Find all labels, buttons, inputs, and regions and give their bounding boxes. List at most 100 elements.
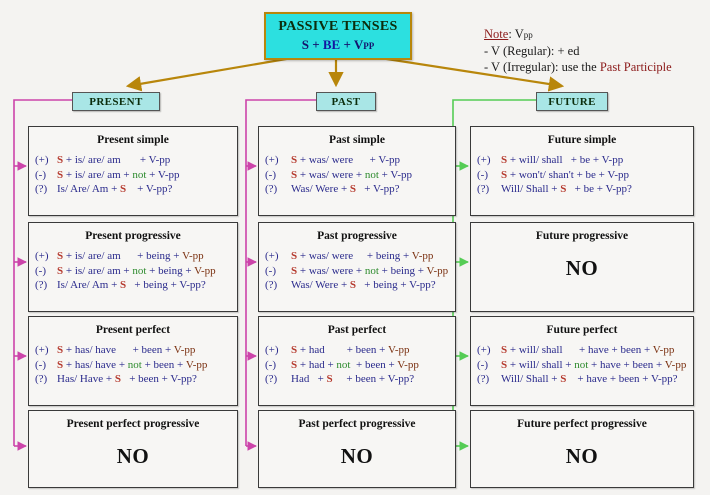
note-line-1: Note: Vpp bbox=[484, 26, 706, 43]
subject-token: S bbox=[57, 154, 64, 166]
formula-token: + V-pp? bbox=[356, 183, 400, 196]
card-header: Present perfect bbox=[95, 324, 171, 336]
formula-sign: (?) bbox=[35, 183, 48, 196]
tense-chip-present[interactable]: PRESENT bbox=[72, 92, 160, 111]
card-present-simple[interactable]: Present simple (+)S + is/ are/ am + V-pp… bbox=[28, 126, 238, 216]
formula-token: + being + bbox=[146, 264, 195, 277]
card-header: Future progressive bbox=[535, 230, 629, 242]
formula-body: Was/ Were + S + being + V-pp? bbox=[291, 278, 436, 293]
formula-token: + V-pp bbox=[146, 168, 180, 181]
card-header: Present simple bbox=[97, 134, 169, 146]
formula-token: + has/ have + bbox=[63, 358, 128, 371]
formula-token: + is/ are/ am bbox=[63, 250, 121, 262]
formula-token: + have + been + bbox=[562, 344, 653, 356]
formula-token: + being + V-pp? bbox=[126, 279, 206, 292]
subject-token: S bbox=[291, 264, 298, 277]
formula-sign: (-) bbox=[265, 264, 276, 277]
card-past-perfect-progressive[interactable]: Past perfect progressive NO bbox=[258, 410, 456, 488]
page-title: PASSIVE TENSES bbox=[278, 19, 398, 34]
subject-token: S bbox=[57, 264, 64, 277]
card-past-perfect[interactable]: Past perfect (+)S + had + been + V-pp(-)… bbox=[258, 316, 456, 406]
card-future-simple[interactable]: Future simple (+)S + will/ shall + be + … bbox=[470, 126, 694, 216]
title-formula: S + BE + VPP bbox=[302, 37, 375, 53]
formula-body: Had + S + been + V-pp? bbox=[291, 372, 414, 387]
formula-row: (-)S + is/ are/ am + not + being + V-pp bbox=[35, 264, 233, 279]
formula-token: + was/ were + bbox=[297, 168, 365, 181]
formula-row: (-)S + had + not + been + V-pp bbox=[265, 358, 451, 373]
formula-row: (-)S + was/ were + not + being + V-pp bbox=[265, 264, 451, 279]
formula-token: + being + V-pp? bbox=[356, 279, 436, 292]
card-header: Future perfect bbox=[546, 324, 618, 336]
formula-sign: (?) bbox=[477, 373, 490, 386]
subject-token: S bbox=[326, 373, 333, 386]
formula-body: Was/ Were + S + V-pp? bbox=[291, 182, 400, 197]
card-future-perfect[interactable]: Future perfect (+)S + will/ shall + have… bbox=[470, 316, 694, 406]
card-past-progressive[interactable]: Past progressive (+)S + was/ were + bein… bbox=[258, 222, 456, 312]
subject-token: S bbox=[120, 279, 127, 292]
formula-sign: (+) bbox=[265, 344, 279, 356]
formula-row: (-)S + won't/ shan't + be + V-pp bbox=[477, 168, 689, 183]
formula-token: + be + V-pp? bbox=[566, 183, 632, 196]
card-rows: (+)S + is/ are/ am + being + V-pp(-)S + … bbox=[29, 249, 237, 293]
formula-body: S + was/ were + being + V-pp bbox=[291, 249, 433, 264]
formula-sign: (?) bbox=[35, 279, 48, 292]
formula-row: (+)S + will/ shall + have + been + V-pp bbox=[477, 343, 689, 358]
subject-token: S bbox=[291, 168, 298, 181]
formula-sign: (?) bbox=[35, 373, 48, 386]
formula-token: + won't/ shan't + be + V-pp bbox=[507, 168, 630, 181]
formula-token: Will/ Shall + bbox=[501, 183, 561, 196]
formula-token: + V-pp bbox=[378, 168, 412, 181]
past-participle-token: V-pp bbox=[185, 358, 208, 371]
card-header: Future simple bbox=[547, 134, 617, 146]
formula-s: S bbox=[301, 37, 309, 52]
formula-token: + have + been + bbox=[588, 358, 665, 371]
formula-token: + will/ shall bbox=[507, 344, 563, 356]
card-header: Present progressive bbox=[85, 230, 181, 242]
formula-sign: (-) bbox=[35, 358, 46, 371]
formula-body: S + is/ are/ am + V-pp bbox=[57, 153, 170, 168]
card-present-perfect-progressive[interactable]: Present perfect progressive NO bbox=[28, 410, 238, 488]
negation-token: not bbox=[364, 264, 379, 277]
note-label: Note bbox=[484, 27, 509, 41]
subject-token: S bbox=[349, 279, 357, 292]
subject-token: S bbox=[291, 358, 298, 371]
formula-row: (+)S + has/ have + been + V-pp bbox=[35, 343, 233, 358]
negation-token: not bbox=[336, 358, 351, 371]
subject-token: S bbox=[560, 373, 567, 386]
tense-chip-future[interactable]: FUTURE bbox=[536, 92, 608, 111]
diagram-title-box: PASSIVE TENSES S + BE + VPP bbox=[264, 12, 412, 60]
formula-be: BE bbox=[322, 37, 341, 52]
card-future-progressive[interactable]: Future progressive NO bbox=[470, 222, 694, 312]
formula-token: + being + bbox=[353, 250, 412, 262]
formula-token: Has/ Have + bbox=[57, 373, 115, 386]
formula-token: + was/ were + bbox=[297, 264, 365, 277]
formula-body: S + was/ were + V-pp bbox=[291, 153, 400, 168]
note-head-v: V bbox=[514, 27, 524, 41]
formula-body: S + will/ shall + be + V-pp bbox=[501, 153, 623, 168]
formula-sign: (-) bbox=[265, 358, 276, 371]
past-participle-token: V-pp bbox=[411, 250, 434, 262]
subject-token: S bbox=[349, 183, 357, 196]
card-no-value: NO bbox=[565, 256, 599, 280]
formula-token: + had + bbox=[297, 358, 337, 371]
card-present-progressive[interactable]: Present progressive (+)S + is/ are/ am +… bbox=[28, 222, 238, 312]
card-present-perfect[interactable]: Present perfect (+)S + has/ have + been … bbox=[28, 316, 238, 406]
formula-row: (?)Had + S + been + V-pp? bbox=[265, 372, 451, 387]
formula-body: Will/ Shall + S + have + been + V-pp? bbox=[501, 372, 678, 387]
formula-token: + is/ are/ am + bbox=[63, 168, 133, 181]
formula-body: S + won't/ shan't + be + V-pp bbox=[501, 168, 629, 183]
tense-chip-past[interactable]: PAST bbox=[316, 92, 376, 111]
card-future-perfect-progressive[interactable]: Future perfect progressive NO bbox=[470, 410, 694, 488]
card-no-value: NO bbox=[116, 444, 150, 468]
card-no-value: NO bbox=[565, 444, 599, 468]
formula-row: (-)S + has/ have + not + been + V-pp bbox=[35, 358, 233, 373]
negation-token: not bbox=[127, 358, 142, 371]
note-head-pp: pp bbox=[523, 30, 533, 40]
formula-token: + be + V-pp bbox=[562, 154, 624, 166]
negation-token: not bbox=[132, 264, 147, 277]
card-header: Past perfect progressive bbox=[298, 418, 416, 430]
card-past-simple[interactable]: Past simple (+)S + was/ were + V-pp(-)S … bbox=[258, 126, 456, 216]
formula-token: + being + bbox=[120, 250, 183, 262]
subject-token: S bbox=[120, 183, 127, 196]
subject-token: S bbox=[291, 154, 298, 166]
